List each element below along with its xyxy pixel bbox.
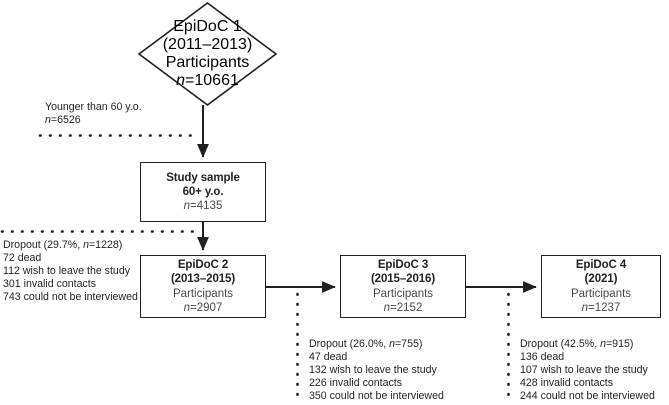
exclusion-age-line2: n=6526 [45, 114, 142, 127]
epidoc4-period: (2021) [584, 273, 618, 286]
dropout-epidoc2-line-2: 112 wish to leave the study [3, 264, 131, 277]
dropout-epidoc3-line-1: 47 dead [309, 350, 348, 363]
dropout-epidoc3-line-2: 132 wish to leave the study [309, 363, 437, 376]
epidoc1-label: Participants [165, 54, 250, 71]
epidoc2-count-prefix: n [183, 301, 191, 314]
exclusion-age-n-value: =6526 [50, 113, 81, 126]
epidoc2-count-value: =2907 [190, 301, 223, 314]
epidoc4-count: n=1237 [582, 301, 621, 315]
dropout-epidoc2-header: Dropout (29.7%, n=1228) [3, 239, 138, 252]
epidoc1-period: (2011–2013) [162, 36, 253, 53]
node-epidoc2[interactable]: EpiDoC 2 (2013–2015) Participants n=2907 [140, 255, 266, 318]
dropout-epidoc4-line-3: 428 invalid contacts [520, 376, 614, 389]
dropout-epidoc4-line-4: 244 could not be interviewed [520, 389, 655, 402]
epidoc2-period: (2013–2015) [170, 273, 236, 286]
epidoc1-count-prefix: n [176, 72, 186, 89]
epidoc1-count: n=10661 [176, 72, 239, 90]
annotation-dropout-epidoc2: Dropout (29.7%, n=1228) 72 dead 112 wish… [3, 239, 138, 304]
exclusion-age-n-prefix: n [45, 113, 51, 126]
epidoc2-label: Participants [172, 287, 234, 300]
dropout-epidoc2-header-italic: n [83, 239, 89, 251]
node-epidoc1[interactable]: EpiDoC 1 (2011–2013) Participants n=1066… [139, 3, 276, 105]
dropout-epidoc3-header-italic: n [389, 338, 395, 350]
dropout-epidoc2-line-1: 72 dead [3, 251, 42, 264]
epidoc2-title: EpiDoC 2 [177, 259, 229, 272]
epidoc2-count: n=2907 [184, 301, 223, 315]
dropout-epidoc2-line-4: 743 could not be interviewed [3, 290, 138, 303]
dropout-epidoc2-header-after: =1228) [89, 239, 123, 251]
dropout-epidoc4-header-after: =915) [606, 338, 634, 350]
study-sample-count: n=4135 [184, 199, 223, 213]
study-sample-period: 60+ y.o. [182, 185, 224, 198]
dropout-epidoc2-header-before: Dropout (29.7%, [3, 239, 84, 251]
exclusion-age-line1: Younger than 60 y.o. [45, 101, 142, 113]
epidoc4-count-value: =1237 [588, 301, 621, 314]
epidoc3-count: n=2152 [384, 301, 423, 315]
dropout-epidoc3-line-3: 226 invalid contacts [309, 376, 403, 389]
node-study-sample[interactable]: Study sample 60+ y.o. n=4135 [140, 162, 266, 222]
epidoc3-label: Participants [372, 287, 434, 300]
epidoc3-title: EpiDoC 3 [377, 259, 429, 272]
node-epidoc4[interactable]: EpiDoC 4 (2021) Participants n=1237 [541, 255, 661, 318]
study-sample-title: Study sample [166, 171, 240, 184]
dropout-epidoc4-line-1: 136 dead [520, 350, 565, 363]
epidoc3-count-prefix: n [383, 301, 391, 314]
study-sample-count-prefix: n [183, 200, 191, 213]
epidoc3-count-value: =2152 [390, 301, 423, 314]
epidoc3-period: (2015–2016) [370, 273, 436, 286]
annotation-dropout-epidoc3: Dropout (26.0%, n=755) 47 dead 132 wish … [309, 338, 444, 403]
dropout-epidoc3-header-before: Dropout (26.0%, [309, 338, 390, 350]
dropout-epidoc4-header-italic: n [600, 338, 606, 350]
study-sample-count-value: =4135 [190, 200, 223, 213]
epidoc1-count-value: =10661 [185, 72, 239, 89]
dropout-epidoc3-header-after: =755) [395, 338, 423, 350]
annotation-dropout-epidoc4: Dropout (42.5%, n=915) 136 dead 107 wish… [520, 338, 655, 403]
epidoc4-count-prefix: n [581, 301, 589, 314]
epidoc4-label: Participants [570, 287, 632, 300]
dropout-epidoc3-header: Dropout (26.0%, n=755) [309, 338, 444, 351]
dropout-epidoc4-line-2: 107 wish to leave the study [520, 363, 648, 376]
dropout-epidoc4-header-before: Dropout (42.5%, [520, 338, 601, 350]
node-epidoc3[interactable]: EpiDoC 3 (2015–2016) Participants n=2152 [340, 255, 466, 318]
dropout-epidoc2-line-3: 301 invalid contacts [3, 277, 97, 290]
dropout-epidoc4-header: Dropout (42.5%, n=915) [520, 338, 655, 351]
dropout-epidoc3-line-4: 350 could not be interviewed [309, 389, 444, 402]
annotation-exclusion-age: Younger than 60 y.o. n=6526 [45, 101, 142, 127]
epidoc4-title: EpiDoC 4 [575, 259, 627, 272]
epidoc1-title: EpiDoC 1 [173, 18, 242, 35]
